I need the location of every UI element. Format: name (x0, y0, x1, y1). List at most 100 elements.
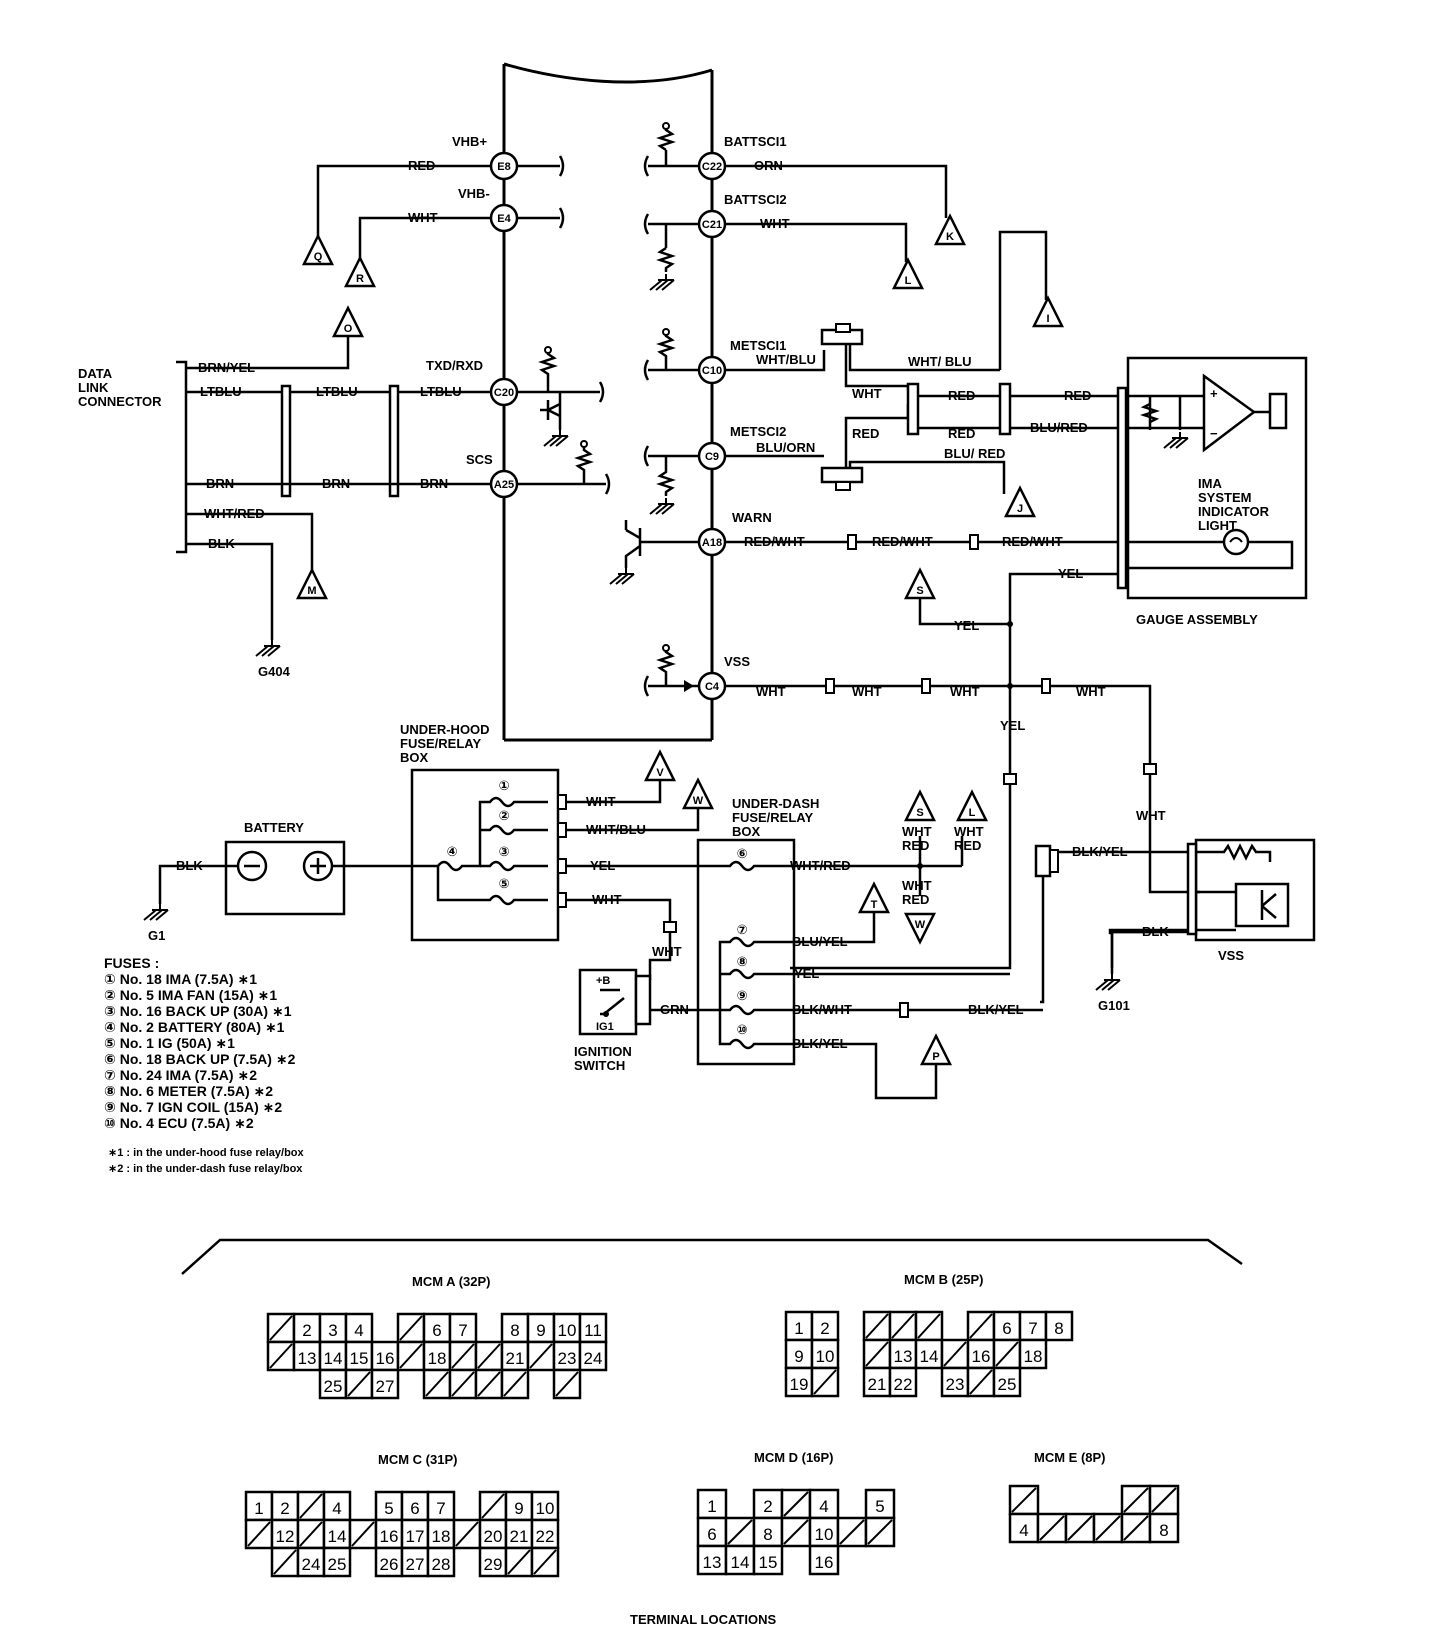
svg-text:IG1: IG1 (596, 1021, 614, 1033)
svg-text:WHT/ BLU: WHT/ BLU (908, 354, 972, 369)
terminal-unused-mark (969, 1369, 993, 1395)
terminal-unused-mark (269, 1343, 293, 1369)
svg-text:UNDER-HOOD: UNDER-HOOD (400, 722, 490, 737)
svg-text:C22: C22 (702, 161, 722, 173)
terminal-pin-number: 18 (428, 1349, 447, 1368)
terminal-cell (808, 1488, 840, 1520)
svg-text:T: T (871, 899, 878, 911)
terminal-unused-mark (347, 1371, 371, 1397)
terminal-pin-number: 13 (894, 1347, 913, 1366)
terminal-cell (374, 1546, 404, 1578)
svg-text:S: S (916, 585, 923, 597)
wire-brn-yel (186, 336, 350, 370)
svg-text:WHT: WHT (902, 878, 932, 893)
svg-text:BATTERY: BATTERY (244, 820, 304, 835)
wire-wht-fuse1 (566, 778, 662, 804)
svg-text:BLU/ORN: BLU/ORN (756, 440, 815, 455)
svg-text:FUSE/RELAY: FUSE/RELAY (400, 736, 481, 751)
svg-text:BATTSCI1: BATTSCI1 (724, 134, 787, 149)
svg-text:YEL: YEL (1000, 718, 1025, 733)
wire-blu-yel-fuse7 (790, 912, 876, 944)
svg-text:K: K (946, 231, 954, 243)
terminal-pin-number: 2 (280, 1499, 289, 1518)
terminal-pin-number: 9 (794, 1347, 803, 1366)
terminal-pin-number: 3 (328, 1321, 337, 1340)
svg-text:LTBLU: LTBLU (200, 384, 242, 399)
ima-indicator-light: IMA SYSTEM INDICATOR LIGHT (1198, 476, 1270, 556)
terminal-unused-mark (399, 1343, 423, 1369)
svg-text:WHT: WHT (592, 892, 622, 907)
ref-o: O (331, 305, 365, 338)
connector-c20: C20 TXD/RXD (426, 358, 519, 407)
terminal-pin-number: 12 (276, 1527, 295, 1546)
terminal-pin-number: 15 (350, 1349, 369, 1368)
terminal-unused-mark (455, 1521, 479, 1547)
ref-s: S (903, 567, 937, 600)
svg-text:YEL: YEL (954, 618, 979, 633)
svg-text:⑤: ⑤ (498, 876, 509, 891)
terminal-unused-mark (867, 1519, 893, 1545)
svg-text:C21: C21 (702, 219, 722, 231)
terminal-pin-number: 25 (324, 1377, 343, 1396)
terminal-unused-mark (269, 1315, 293, 1341)
svg-text:W: W (693, 795, 704, 807)
ignition-switch: +B IG1 IGNITION SWITCH (574, 968, 652, 1073)
mcm-a-title: MCM A (32P) (412, 1274, 490, 1289)
svg-text:VSS: VSS (724, 654, 750, 669)
data-link-connector: DATA LINK CONNECTOR (78, 360, 188, 554)
svg-text:WHT/BLU: WHT/BLU (756, 352, 816, 367)
svg-text:S: S (916, 807, 923, 819)
terminal-cell (862, 1366, 892, 1398)
svg-text:GRN: GRN (660, 1002, 689, 1017)
svg-text:GAUGE ASSEMBLY: GAUGE ASSEMBLY (1136, 612, 1258, 627)
svg-text:YEL: YEL (794, 966, 819, 981)
terminal-unused-mark (503, 1371, 527, 1397)
terminal-pin-number: 8 (763, 1525, 772, 1544)
svg-text:⑩: ⑩ (736, 1022, 747, 1037)
svg-text:Q: Q (314, 251, 323, 263)
svg-text:L: L (969, 807, 976, 819)
wire-wht-e4 (358, 216, 490, 262)
svg-text:C20: C20 (494, 387, 514, 399)
ref-l: L (891, 257, 925, 290)
terminal-pin-number: 1 (794, 1319, 803, 1338)
svg-text:BOX: BOX (732, 824, 761, 839)
terminal-unused-mark (273, 1549, 297, 1575)
svg-text:J: J (1017, 503, 1023, 515)
terminal-unused-mark (1095, 1515, 1121, 1541)
terminal-pin-number: 8 (1054, 1319, 1063, 1338)
wire-wht-c21 (726, 222, 908, 262)
svg-text:②: ② (498, 808, 509, 823)
svg-text:VSS: VSS (1218, 948, 1244, 963)
svg-text:WHT: WHT (852, 684, 882, 699)
terminal-cell (318, 1368, 348, 1400)
wire-wht-red-dlc (186, 512, 314, 572)
terminal-pin-number: 21 (868, 1375, 887, 1394)
terminal-cell (810, 1338, 840, 1370)
terminal-pin-number: 4 (1019, 1521, 1028, 1540)
terminal-cell (810, 1310, 840, 1342)
terminal-cell (992, 1366, 1022, 1398)
terminal-pin-number: 4 (332, 1499, 341, 1518)
svg-text:INDICATOR: INDICATOR (1198, 504, 1270, 519)
terminal-pin-number: 7 (458, 1321, 467, 1340)
svg-text:BLK/YEL: BLK/YEL (1072, 844, 1128, 859)
svg-text:BLK/YEL: BLK/YEL (792, 1036, 848, 1051)
svg-text:RED: RED (954, 838, 981, 853)
terminal-pin-number: 17 (406, 1527, 425, 1546)
terminal-cell (552, 1340, 582, 1372)
svg-text:WHT: WHT (408, 210, 438, 225)
svg-text:M: M (307, 585, 316, 597)
wire-blk-battery (158, 864, 238, 904)
svg-text:RED: RED (1064, 388, 1091, 403)
terminal-unused-mark (1067, 1515, 1093, 1541)
svg-text:WHT: WHT (652, 944, 682, 959)
svg-text:METSCI2: METSCI2 (730, 424, 786, 439)
ref-v: V (643, 749, 677, 782)
connector-c4: C4 (697, 671, 727, 701)
terminal-pin-number: 1 (707, 1497, 716, 1516)
terminal-cell (1018, 1338, 1048, 1370)
